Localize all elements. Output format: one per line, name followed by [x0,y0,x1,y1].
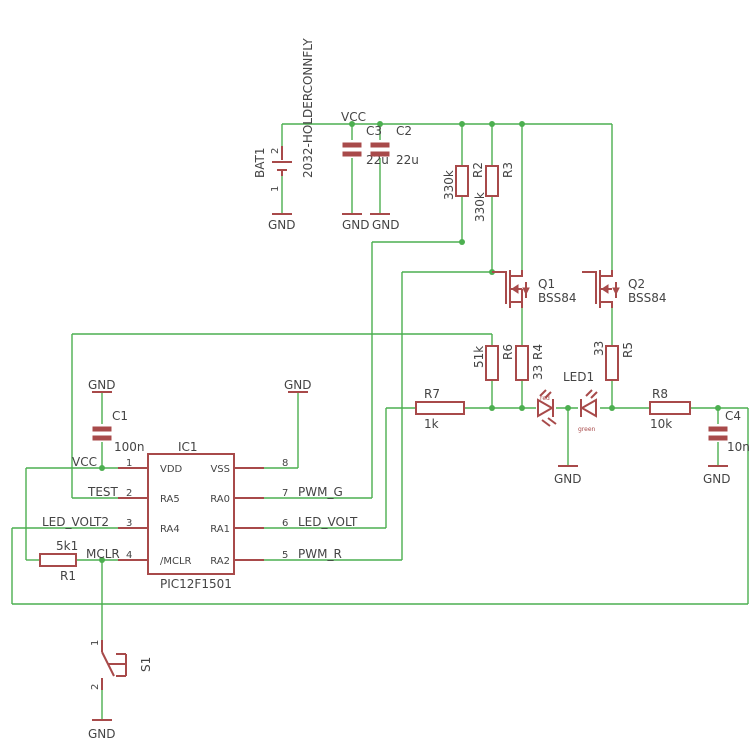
ic1-pinnum-7: 7 [282,488,288,499]
r8-value: 10k [650,417,672,431]
q2-value: BSS84 [628,291,667,305]
gnd-c3: GND [342,218,370,232]
net-labels: VCC TEST LED_VOLT2 MCLR PWM_G LED_VOLT P… [42,455,358,561]
r3-name: R3 [501,162,515,178]
gnd-c4: GND [703,472,731,486]
ic1-pin-ra4: RA4 [160,524,180,535]
capacitor-c1: C1 100n [92,409,145,454]
s1-name: S1 [139,657,153,672]
r6-name: R6 [501,344,515,360]
ic1-pinnum-1: 1 [126,458,132,469]
ic1-pin-mclr: /MCLR [160,556,192,567]
mosfet-q2: Q2 BSS84 [582,270,667,308]
led1: LED1 red green [537,370,598,433]
resistor-r1: 5k1 R1 [39,539,78,583]
gnd-ic-vss: GND [284,378,312,392]
wires [11,123,749,720]
s1-pin-bottom: 2 [90,684,101,690]
gnd-symbols: GND GND GND GND GND GND GND GND [88,213,731,741]
net-test: TEST [87,485,119,499]
r1-value: 5k1 [56,539,78,553]
ic1-pic12f1501: IC1 PIC12F1501 VDD RA5 RA4 /MCLR VSS RA0… [126,440,288,591]
gnd-c1: GND [88,378,116,392]
bat1-value: 2032-HOLDERCONNFLY [301,38,315,178]
bat1-pin-top: 2 [270,148,281,154]
led1-name: LED1 [563,370,594,384]
net-pwm-g: PWM_G [298,485,343,499]
ic1-pin-vdd: VDD [160,464,183,475]
bat1-name: BAT1 [253,148,267,178]
net-pwm-r: PWM_R [298,547,342,561]
ic1-pin-ra1: RA1 [210,524,230,535]
junctions [99,121,721,563]
resistor-r5: 33 R5 [592,341,635,381]
ic1-pinnum-5: 5 [282,550,288,561]
ic1-pin-ra0: RA0 [210,494,230,505]
gnd-s1: GND [88,727,116,741]
bat1-pin-bottom: 1 [270,186,281,192]
gnd-c2: GND [372,218,400,232]
ic1-pin-ra2: RA2 [210,556,230,567]
resistor-r2: 330k R2 [442,162,485,200]
ic1-pin-vss: VSS [210,464,230,475]
gnd-led: GND [554,472,582,486]
ic1-pinnum-6: 6 [282,518,288,529]
ic1-pins [118,467,264,561]
r4-value: 33 [531,365,545,380]
q1-value: BSS84 [538,291,577,305]
battery-bat1: BAT1 2032-HOLDERCONNFLY 2 1 [253,38,315,192]
net-led-volt2: LED_VOLT2 [42,515,109,529]
resistor-r4: R4 33 [515,344,545,381]
q2-name: Q2 [628,277,645,291]
r2-value: 330k [442,170,456,200]
s1-pin-top: 1 [90,640,101,646]
net-led-volt: LED_VOLT [298,515,358,529]
gnd-bat: GND [268,218,296,232]
switch-s1: S1 1 2 [90,640,153,690]
r7-name: R7 [424,387,440,401]
ic1-name: IC1 [178,440,198,454]
net-mclr: MCLR [86,547,120,561]
r2-name: R2 [471,162,485,178]
ic1-pinnum-2: 2 [126,488,132,499]
r4-name: R4 [531,344,545,360]
q1-name: Q1 [538,277,555,291]
net-vcc: VCC [72,455,97,469]
c2-value: 22u [396,153,419,167]
c3-name: C3 [366,124,382,138]
c4-name: C4 [725,409,741,423]
resistor-r8: R8 10k [649,387,691,431]
ic1-pinnum-8: 8 [282,458,288,469]
ic1-pinnum-4: 4 [126,550,132,561]
resistor-r7: R7 1k [415,387,465,431]
r7-value: 1k [424,417,439,431]
vcc-label: VCC [341,110,366,124]
ic1-value: PIC12F1501 [160,577,232,591]
c1-value: 100n [114,440,145,454]
led1-green-label: green [578,426,596,433]
c1-name: C1 [112,409,128,423]
r1-name: R1 [60,569,76,583]
capacitor-c2: C2 22u [370,124,419,167]
ic1-pin-ra5: RA5 [160,494,180,505]
c4-value: 10n [727,440,750,454]
r8-name: R8 [652,387,668,401]
resistor-r3: 330k R3 [473,162,515,222]
mosfet-q1: Q1 BSS84 [492,270,577,308]
capacitor-c4: C4 10n [708,409,750,454]
ic1-pinnum-3: 3 [126,518,132,529]
r3-value: 330k [473,192,487,222]
led1-red-label: red [540,395,550,402]
c2-name: C2 [396,124,412,138]
r6-value: 51k [472,346,486,368]
r5-value: 33 [592,341,606,356]
r5-name: R5 [621,342,635,358]
resistor-r6: 51k R6 [472,344,515,381]
